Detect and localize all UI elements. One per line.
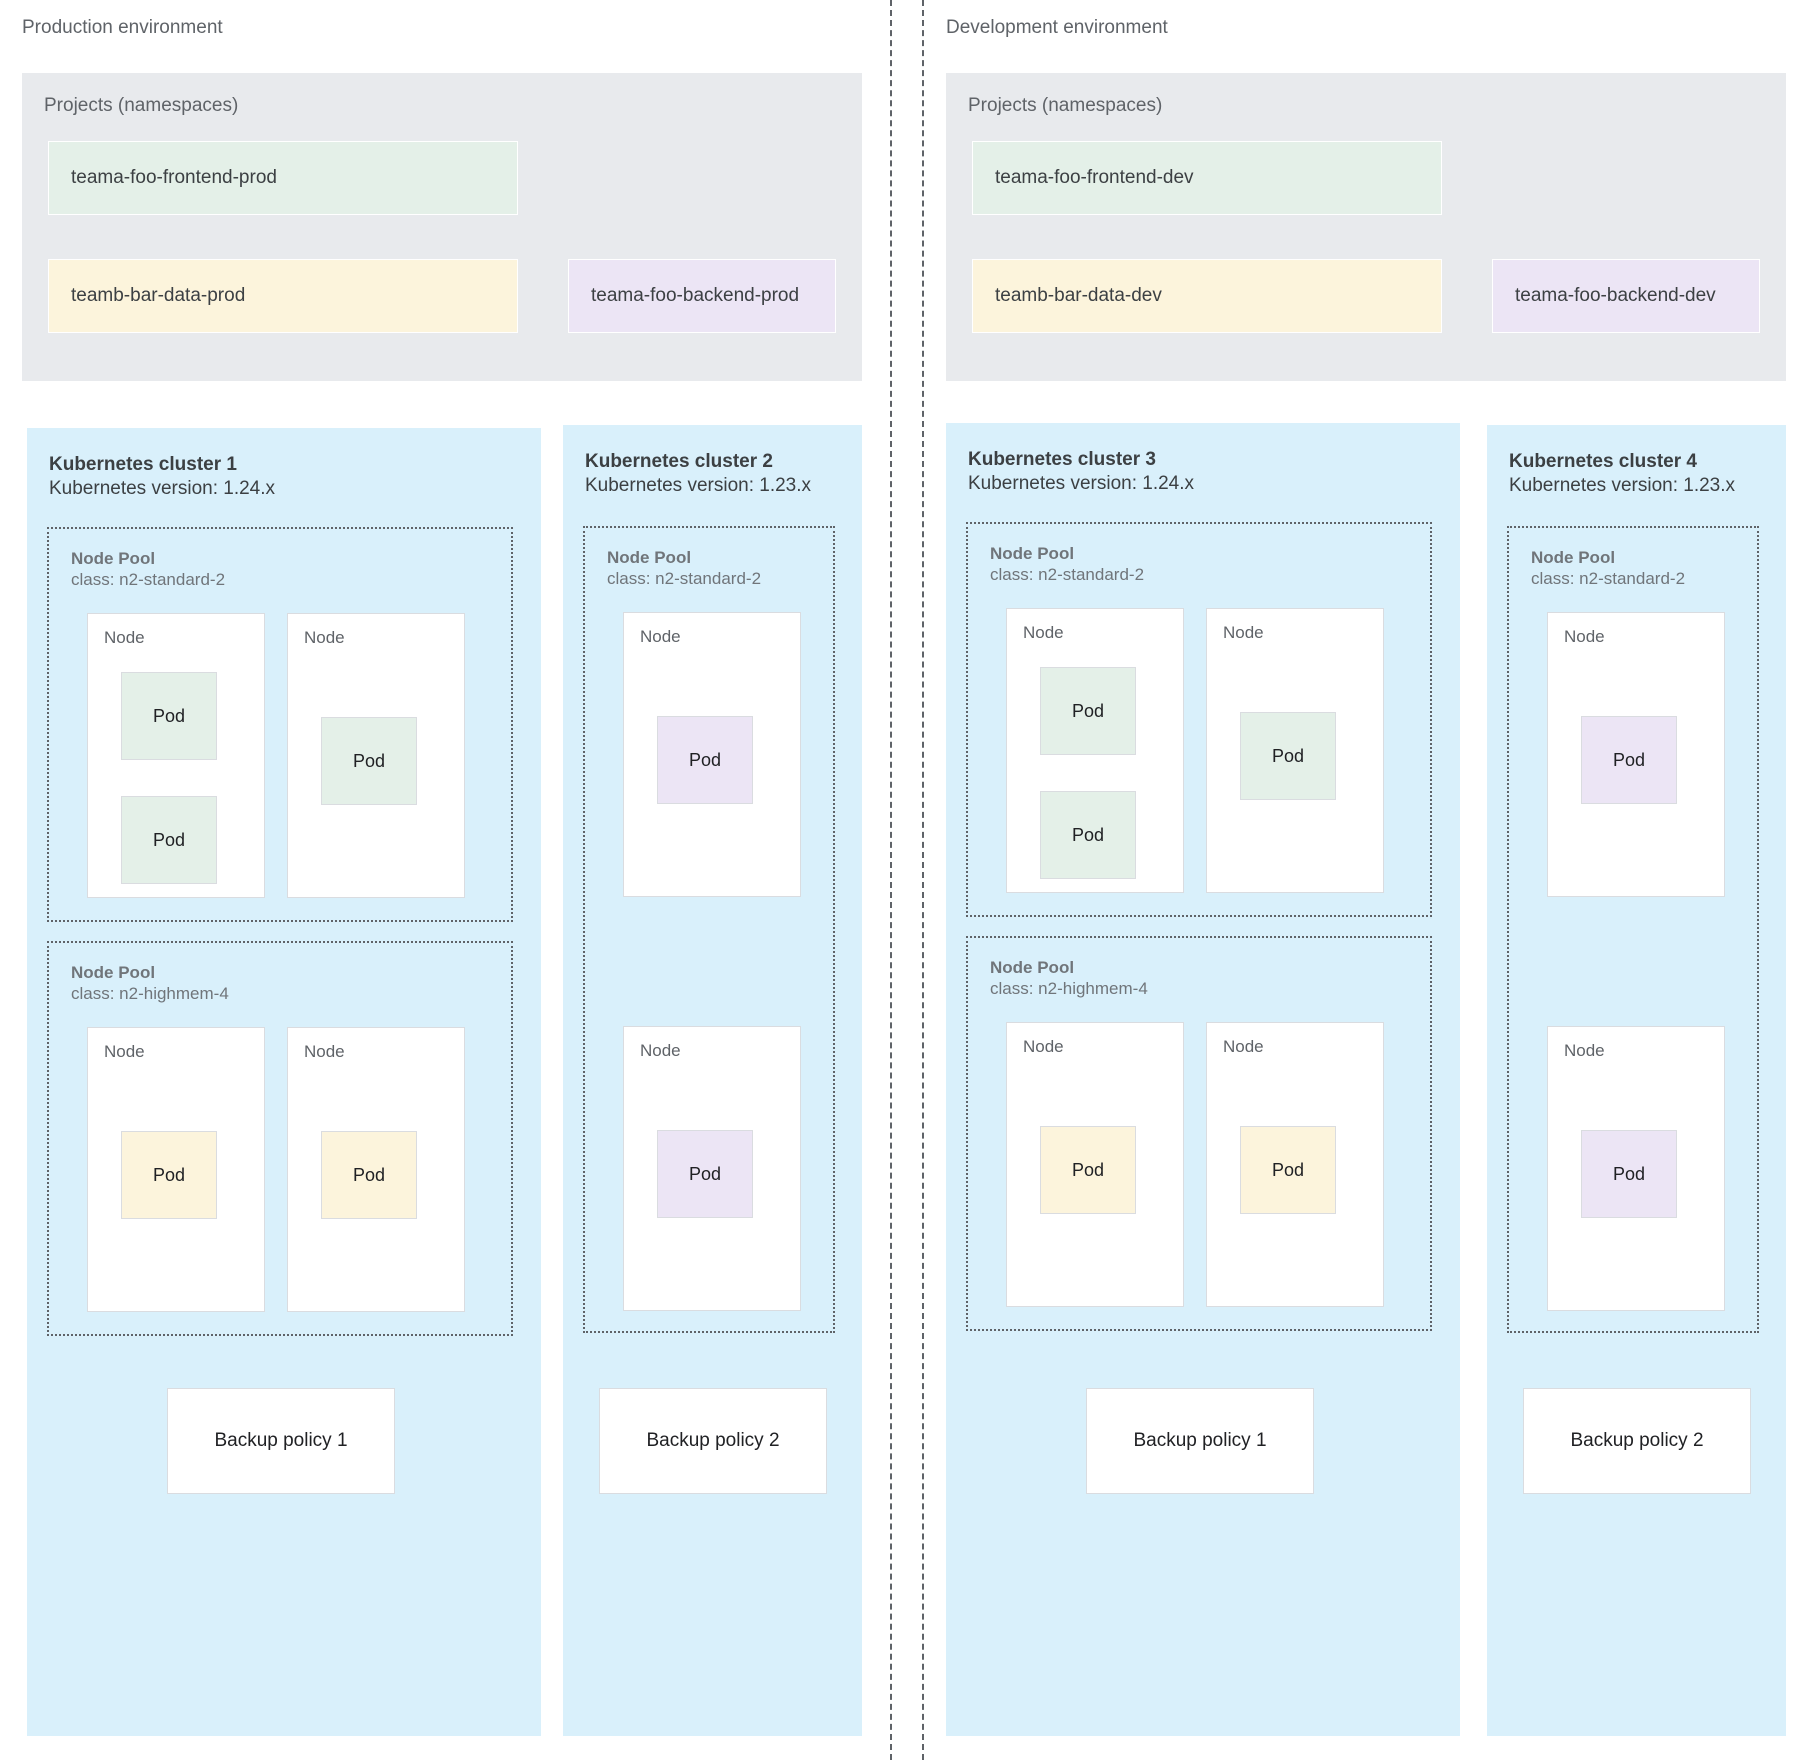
cluster-4-title: Kubernetes cluster 4 (1509, 451, 1697, 472)
cluster-2-title: Kubernetes cluster 2 (585, 451, 773, 472)
cluster-2-nodepool-1-node-2[interactable]: Node Pod (623, 1026, 801, 1311)
cluster-1-title: Kubernetes cluster 1 (49, 454, 237, 475)
cluster-4-nodepool-1-node-2[interactable]: Node Pod (1547, 1026, 1725, 1311)
cluster-2-nodepool-1-class: class: n2-standard-2 (607, 569, 762, 588)
cluster-3-nodepool-2-node-1[interactable]: Node Pod (1006, 1022, 1184, 1307)
namespace-box-teama-foo-frontend-prod[interactable]: teama-foo-frontend-prod (48, 141, 518, 215)
namespace-box-teama-foo-backend-prod[interactable]: teama-foo-backend-prod (568, 259, 836, 333)
cluster-3-nodepool-1[interactable]: Node Pool class: n2-standard-2 Node Pod … (966, 522, 1432, 917)
pod[interactable]: Pod (1581, 716, 1677, 804)
cluster-3-version: Kubernetes version: 1.24.x (968, 473, 1195, 494)
cluster-3-nodepool-2-title: Node Pool (990, 958, 1075, 977)
pod[interactable]: Pod (121, 1131, 217, 1219)
node-label: Node (304, 1042, 345, 1061)
cluster-3-nodepool-2-node-2[interactable]: Node Pod (1206, 1022, 1384, 1307)
node-label: Node (304, 628, 345, 647)
pod[interactable]: Pod (1040, 667, 1136, 755)
pod[interactable]: Pod (1040, 791, 1136, 879)
node-label: Node (1023, 623, 1064, 642)
cluster-4-nodepool-1-node-1[interactable]: Node Pod (1547, 612, 1725, 897)
cluster-1-nodepool-2[interactable]: Node Pool class: n2-highmem-4 Node Pod N… (47, 941, 513, 1336)
pod[interactable]: Pod (1240, 712, 1336, 800)
cluster-3-backup-policy[interactable]: Backup policy 1 (1086, 1388, 1314, 1494)
pod[interactable]: Pod (657, 716, 753, 804)
cluster-1-nodepool-1-class: class: n2-standard-2 (71, 570, 226, 589)
environment-divider-line-right (922, 0, 924, 1760)
pod[interactable]: Pod (1581, 1130, 1677, 1218)
cluster-1-nodepool-1[interactable]: Node Pool class: n2-standard-2 Node Pod … (47, 527, 513, 922)
cluster-4-nodepool-1[interactable]: Node Pool class: n2-standard-2 Node Pod … (1507, 526, 1759, 1333)
node-label: Node (1023, 1037, 1064, 1056)
cluster-1-nodepool-1-title: Node Pool (71, 549, 156, 568)
cluster-4[interactable]: Kubernetes cluster 4 Kubernetes version:… (1487, 425, 1786, 1736)
cluster-4-version: Kubernetes version: 1.23.x (1509, 475, 1736, 496)
cluster-3-nodepool-2[interactable]: Node Pool class: n2-highmem-4 Node Pod N… (966, 936, 1432, 1331)
cluster-1[interactable]: Kubernetes cluster 1 Kubernetes version:… (27, 428, 541, 1736)
projects-panel-label-production: Projects (namespaces) (44, 95, 239, 116)
node-label: Node (640, 627, 681, 646)
node-label: Node (1564, 1041, 1605, 1060)
environment-title-production: Production environment (22, 17, 223, 38)
pod[interactable]: Pod (1040, 1126, 1136, 1214)
pod[interactable]: Pod (1240, 1126, 1336, 1214)
node-label: Node (1223, 1037, 1264, 1056)
cluster-3-nodepool-1-title: Node Pool (990, 544, 1075, 563)
cluster-1-nodepool-2-class: class: n2-highmem-4 (71, 984, 229, 1003)
cluster-3-nodepool-2-class: class: n2-highmem-4 (990, 979, 1148, 998)
cluster-1-backup-policy[interactable]: Backup policy 1 (167, 1388, 395, 1494)
cluster-1-version: Kubernetes version: 1.24.x (49, 478, 276, 499)
environment-title-development: Development environment (946, 17, 1168, 38)
cluster-2[interactable]: Kubernetes cluster 2 Kubernetes version:… (563, 425, 862, 1736)
node-label: Node (104, 1042, 145, 1061)
pod[interactable]: Pod (321, 1131, 417, 1219)
cluster-1-nodepool-2-node-2[interactable]: Node Pod (287, 1027, 465, 1312)
cluster-1-nodepool-2-title: Node Pool (71, 963, 156, 982)
cluster-3-nodepool-1-class: class: n2-standard-2 (990, 565, 1145, 584)
cluster-1-nodepool-1-node-1[interactable]: Node Pod Pod (87, 613, 265, 898)
namespace-box-teama-foo-frontend-dev[interactable]: teama-foo-frontend-dev (972, 141, 1442, 215)
cluster-4-nodepool-1-title: Node Pool (1531, 548, 1616, 567)
cluster-1-nodepool-2-node-1[interactable]: Node Pod (87, 1027, 265, 1312)
cluster-2-nodepool-1-node-1[interactable]: Node Pod (623, 612, 801, 897)
cluster-3-title: Kubernetes cluster 3 (968, 449, 1156, 470)
pod[interactable]: Pod (121, 672, 217, 760)
cluster-4-nodepool-1-class: class: n2-standard-2 (1531, 569, 1686, 588)
namespace-box-teama-foo-backend-dev[interactable]: teama-foo-backend-dev (1492, 259, 1760, 333)
pod[interactable]: Pod (121, 796, 217, 884)
pod[interactable]: Pod (657, 1130, 753, 1218)
projects-panel-development: Projects (namespaces) teama-foo-frontend… (946, 73, 1786, 381)
cluster-2-version: Kubernetes version: 1.23.x (585, 475, 812, 496)
node-label: Node (104, 628, 145, 647)
cluster-3-nodepool-1-node-1[interactable]: Node Pod Pod (1006, 608, 1184, 893)
projects-panel-production: Projects (namespaces) teama-foo-frontend… (22, 73, 862, 381)
cluster-2-backup-policy[interactable]: Backup policy 2 (599, 1388, 827, 1494)
pod[interactable]: Pod (321, 717, 417, 805)
cluster-1-nodepool-1-node-2[interactable]: Node Pod (287, 613, 465, 898)
environment-divider-line-left (890, 0, 892, 1760)
projects-panel-label-development: Projects (namespaces) (968, 95, 1163, 116)
cluster-3-nodepool-1-node-2[interactable]: Node Pod (1206, 608, 1384, 893)
node-label: Node (1564, 627, 1605, 646)
cluster-2-nodepool-1[interactable]: Node Pool class: n2-standard-2 Node Pod … (583, 526, 835, 1333)
node-label: Node (640, 1041, 681, 1060)
namespace-box-teamb-bar-data-prod[interactable]: teamb-bar-data-prod (48, 259, 518, 333)
cluster-2-nodepool-1-title: Node Pool (607, 548, 692, 567)
cluster-3[interactable]: Kubernetes cluster 3 Kubernetes version:… (946, 423, 1460, 1736)
cluster-4-backup-policy[interactable]: Backup policy 2 (1523, 1388, 1751, 1494)
namespace-box-teamb-bar-data-dev[interactable]: teamb-bar-data-dev (972, 259, 1442, 333)
node-label: Node (1223, 623, 1264, 642)
